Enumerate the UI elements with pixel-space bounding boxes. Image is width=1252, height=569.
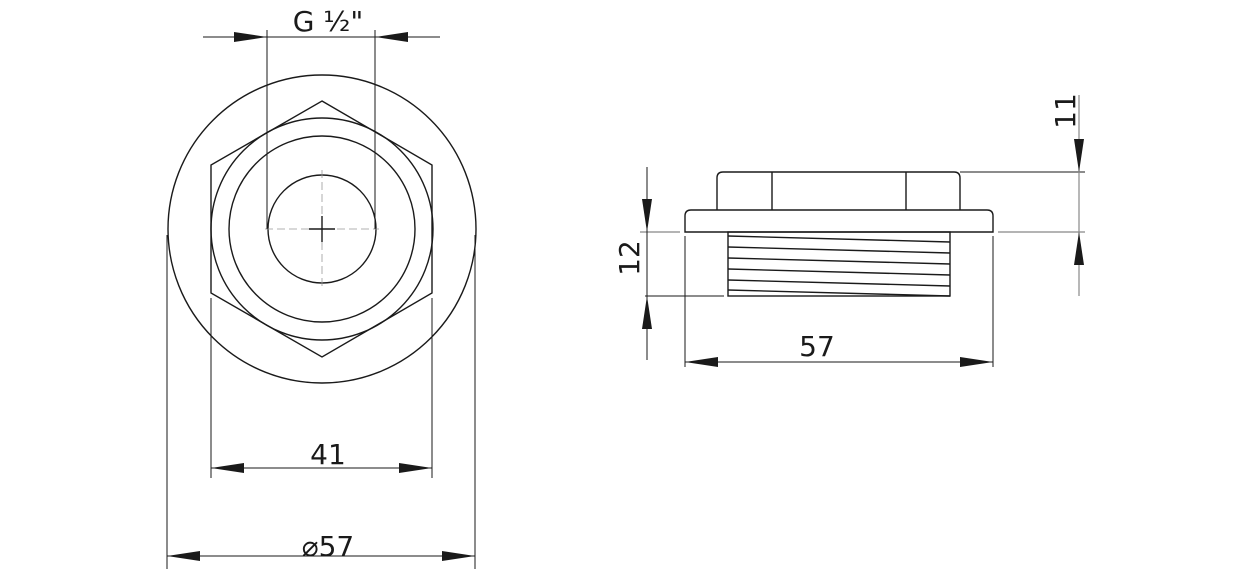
arrow-icon xyxy=(642,296,652,329)
arrow-icon xyxy=(642,199,652,232)
width-label: 57 xyxy=(799,330,835,363)
diameter-dimension: ⌀57 xyxy=(166,235,476,569)
side-view: 12 11 57 xyxy=(613,93,1085,367)
arrow-icon xyxy=(1074,232,1084,265)
hex-width-dimension: 41 xyxy=(210,298,433,478)
arrow-icon xyxy=(442,551,475,561)
thread-lines xyxy=(727,235,951,297)
arrow-icon xyxy=(960,357,993,367)
arrow-icon xyxy=(1074,139,1084,172)
arrow-icon xyxy=(167,551,200,561)
head-height-dimension: 11 xyxy=(960,93,1085,296)
head-height-label: 11 xyxy=(1049,93,1082,129)
thread-height-dimension: 12 xyxy=(613,167,1085,360)
hex-head xyxy=(716,171,961,210)
thread-outer-circle xyxy=(228,135,416,323)
arrow-icon xyxy=(685,357,718,367)
hex-chamfer-circle xyxy=(210,117,434,341)
thread-height-label: 12 xyxy=(613,240,646,276)
arrow-icon xyxy=(399,463,432,473)
arrow-icon xyxy=(211,463,244,473)
thread-label: G ½" xyxy=(293,5,364,38)
hex-outline xyxy=(210,100,433,358)
flange xyxy=(684,209,994,233)
thread-dimension: G ½" xyxy=(203,5,440,229)
diameter-label: ⌀57 xyxy=(302,530,355,563)
arrow-icon xyxy=(234,32,267,42)
hex-width-label: 41 xyxy=(310,438,346,471)
outer-flange-circle xyxy=(167,74,477,384)
width-dimension: 57 xyxy=(684,236,994,367)
arrow-icon xyxy=(375,32,408,42)
front-view: G ½" 41 ⌀57 xyxy=(166,5,477,569)
